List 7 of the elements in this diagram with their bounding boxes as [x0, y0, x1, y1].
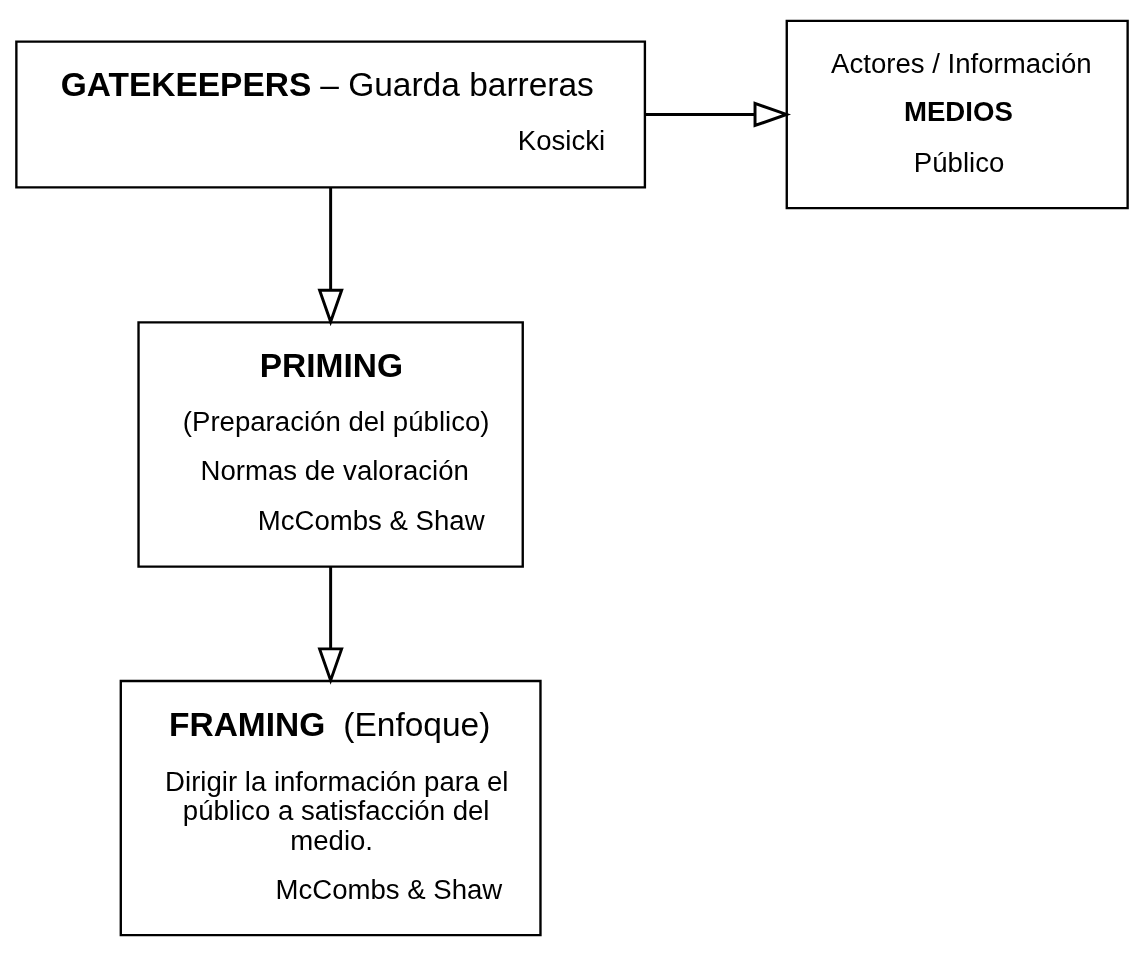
- node-box: GATEKEEPERS – Guarda barreras Kosicki: [15, 40, 647, 189]
- node-box: Actores / Información MEDIOS Público: [785, 19, 1129, 210]
- arrow: [317, 188, 344, 327]
- node-box: PRIMING (Preparación del público) Normas de valoración McCombs & Shaw: [137, 321, 524, 568]
- arrow: [645, 101, 792, 128]
- arrow: [317, 566, 344, 685]
- node-box: FRAMING (Enfoque) Dirigir la información para el público a satisfacción del medio. McCombs & Shaw: [119, 679, 542, 937]
